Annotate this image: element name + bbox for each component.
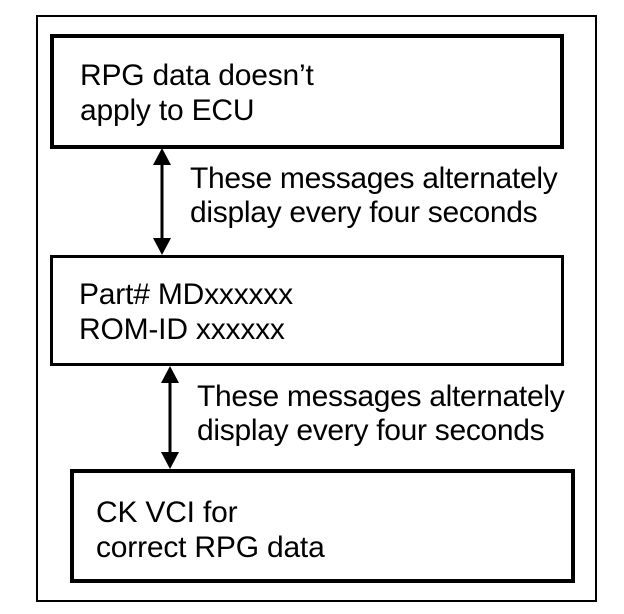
message-box-check-vci-line-1: CK VCI for: [96, 496, 238, 529]
message-box-check-vci: CK VCI for correct RPG data: [70, 469, 575, 583]
message-box-part-rom: Part# MDxxxxxx ROM-ID xxxxxx: [50, 255, 564, 366]
message-box-part-rom-line-2: ROM-ID xxxxxx: [79, 313, 285, 346]
message-box-check-vci-line-2: correct RPG data: [96, 531, 325, 564]
alternation-note-line-2: display every four seconds: [190, 196, 538, 229]
alternation-note: These messages alternately display every…: [197, 380, 565, 448]
alternation-note-line-2: display every four seconds: [197, 414, 545, 447]
double-arrow-icon: [161, 366, 179, 469]
alternation-note: These messages alternately display every…: [190, 162, 558, 230]
message-box-ecu: RPG data doesn’t apply to ECU: [50, 34, 564, 149]
message-box-part-rom-line-1: Part# MDxxxxxx: [79, 278, 293, 311]
alternation-note-line-1: These messages alternately: [197, 380, 565, 413]
message-box-ecu-line-1: RPG data doesn’t: [80, 59, 314, 92]
alternation-note-line-1: These messages alternately: [190, 162, 558, 195]
double-arrow-icon: [153, 148, 171, 255]
message-box-ecu-line-2: apply to ECU: [80, 94, 255, 127]
